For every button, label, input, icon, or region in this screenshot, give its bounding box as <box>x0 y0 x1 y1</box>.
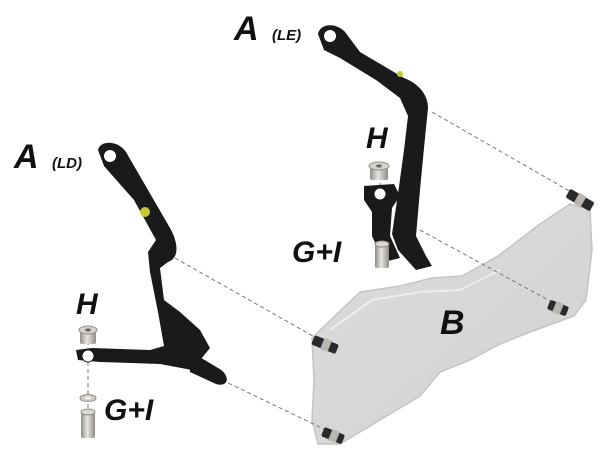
bracket-right-slot <box>373 187 387 201</box>
bracket-right-body <box>318 25 432 270</box>
guide-line-right-upper <box>431 111 579 197</box>
stud-left-lower <box>321 427 345 444</box>
bracket-left-slot <box>81 349 95 363</box>
bracket-right-arm <box>364 184 400 262</box>
bracket-right-hole <box>324 30 336 42</box>
bolt-left-h <box>78 325 98 344</box>
panel-b-inner-edge <box>329 269 501 331</box>
label-bracket-right-letter: A <box>233 10 259 48</box>
bracket-right <box>318 25 432 270</box>
label-washer-right: G+I <box>292 236 342 269</box>
bracket-left-logo <box>140 207 150 217</box>
label-bolt-left: H <box>76 288 99 321</box>
bracket-left-body <box>76 142 210 370</box>
label-panel-b: B <box>440 304 465 342</box>
bracket-right-logo <box>397 71 403 77</box>
bracket-left <box>76 142 227 385</box>
panel-b <box>311 203 593 445</box>
guide-line-left-lower <box>221 379 331 433</box>
bolt-right-h <box>368 161 390 180</box>
stud-right-lower <box>547 300 569 316</box>
stud-left-upper <box>311 335 339 354</box>
label-bolt-right: H <box>366 122 389 155</box>
bracket-left-hole <box>104 150 116 162</box>
panel-b-shape <box>311 203 593 445</box>
washer-spacer-left <box>79 394 97 438</box>
label-washer-left: G+I <box>104 394 154 427</box>
washer-spacer-right <box>374 240 390 268</box>
label-bracket-left-side: (LD) <box>52 155 82 172</box>
bracket-left-tab <box>188 350 227 385</box>
label-bracket-right-side: (LE) <box>272 27 301 44</box>
stud-right-upper <box>566 189 594 211</box>
label-bracket-left-letter: A <box>13 138 39 176</box>
panel-studs <box>311 189 594 444</box>
